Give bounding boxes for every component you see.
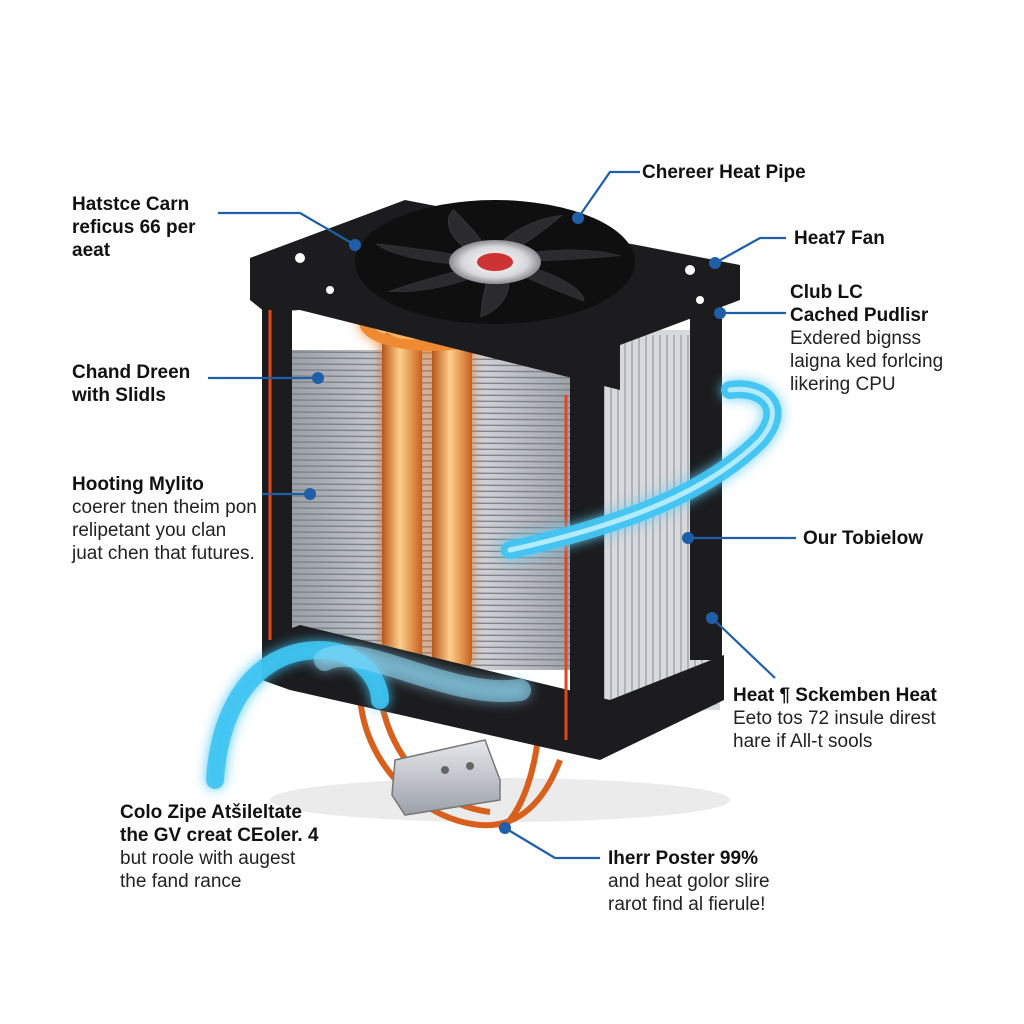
callout-right-upper: Club LC Cached Pudlisr Exdered bignss la… xyxy=(790,281,943,396)
callout-title: Heat ¶ Sckemben Heat xyxy=(733,685,937,706)
callout-desc: and heat golor slire xyxy=(608,871,770,892)
callout-desc: coerer tnen theim pon xyxy=(72,497,257,518)
callout-title: Our Tobielow xyxy=(803,528,923,549)
callout-title: Chand Dreen xyxy=(72,362,191,383)
red-accents xyxy=(268,310,568,740)
callout-desc: but roole with augest xyxy=(120,848,296,869)
callout-desc: laigna ked forlcing xyxy=(790,351,944,372)
callout-right-lower: Heat ¶ Sckemben Heat Eeto tos 72 insule … xyxy=(733,684,937,753)
callout-mid-left: Chand Dreen with Slidls xyxy=(72,361,190,407)
callout-top-right: Heat7 Fan xyxy=(794,227,885,250)
callout-top-center: Chereer Heat Pipe xyxy=(642,161,806,184)
callout-top-left: Hatstce Carn reficus 66 per aeat xyxy=(72,193,196,262)
callout-desc: rarot find al fierule! xyxy=(608,894,766,915)
callout-title: Hooting Mylito xyxy=(72,474,204,495)
callout-title: Iherr Poster 99% xyxy=(608,848,758,869)
callout-bottom-left: Colo Zipe Atšileltate the GV creat CEole… xyxy=(120,801,319,893)
callout-title: Chereer Heat Pipe xyxy=(642,162,806,183)
callout-bottom-right: Iherr Poster 99% and heat golor slire ra… xyxy=(608,847,770,916)
callout-title: reficus 66 per xyxy=(72,217,196,238)
callout-title: Club LC xyxy=(790,282,863,303)
callout-title: the GV creat CEoler. 4 xyxy=(120,825,319,846)
callout-desc: relipetant you clan xyxy=(72,520,227,541)
base-plate xyxy=(391,739,501,816)
callout-title: aeat xyxy=(72,240,111,261)
callout-title: Cached Pudlisr xyxy=(790,305,929,326)
fan-icon xyxy=(295,200,704,324)
callout-title: Heat7 Fan xyxy=(794,228,885,249)
callout-desc: Eeto tos 72 insule direst xyxy=(733,708,936,729)
callout-desc: likering CPU xyxy=(790,374,896,395)
callout-right-mid: Our Tobielow xyxy=(803,527,923,550)
coolant-tube xyxy=(206,380,782,789)
callout-title: Colo Zipe Atšileltate xyxy=(120,802,302,823)
leader-dots xyxy=(304,212,726,834)
callout-desc: hare if All-t sools xyxy=(733,731,873,752)
callout-left: Hooting Mylito coerer tnen theim pon rel… xyxy=(72,473,257,565)
callout-title: with Slidls xyxy=(72,385,166,406)
callout-desc: the fand rance xyxy=(120,871,242,892)
leader-lines xyxy=(208,170,796,860)
callout-desc: Exdered bignss xyxy=(790,328,921,349)
callout-desc: juat chen that futures. xyxy=(72,543,255,564)
callout-title: Hatstce Carn xyxy=(72,194,190,215)
